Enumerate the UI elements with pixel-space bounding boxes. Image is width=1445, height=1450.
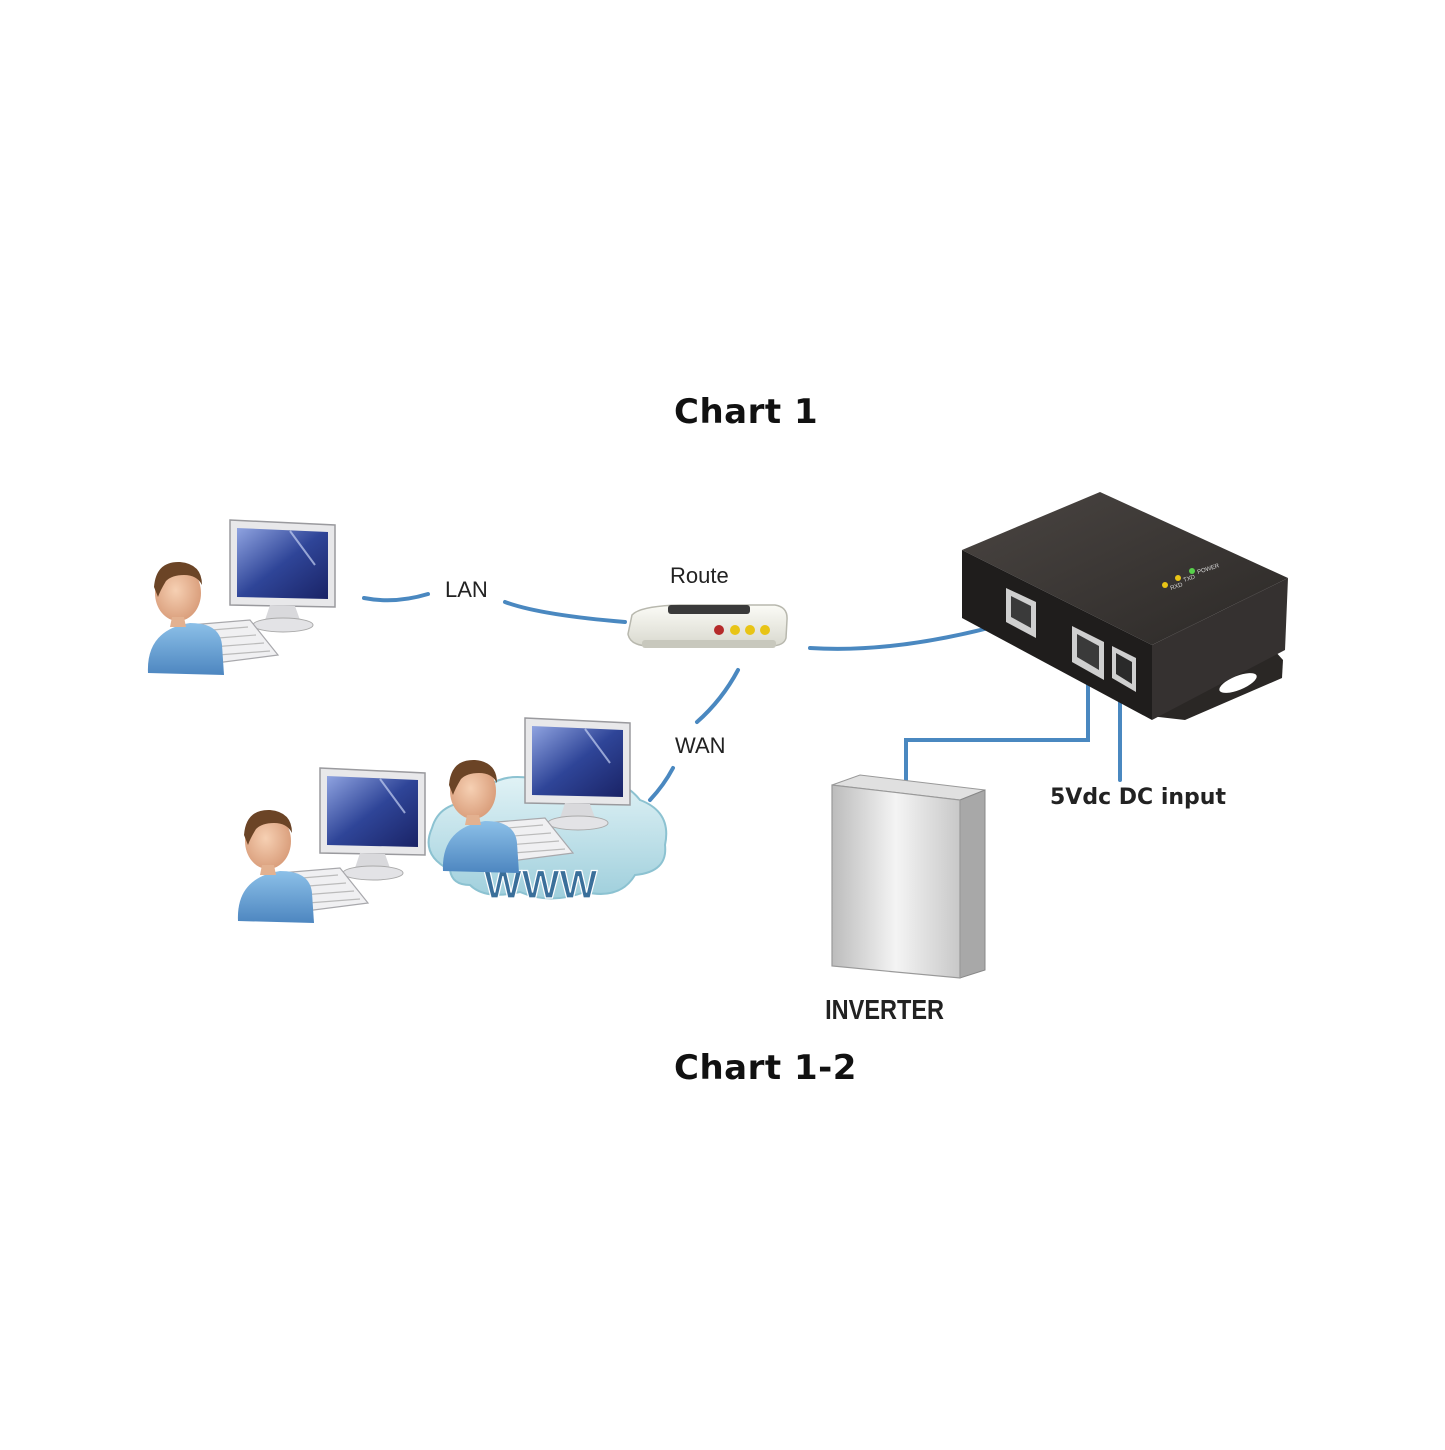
wan-label: WAN — [673, 733, 728, 759]
led-label-txd: TXD — [1183, 574, 1197, 584]
router-led-2 — [745, 625, 755, 635]
lan-label: LAN — [443, 577, 490, 603]
power-led — [1189, 568, 1195, 574]
router-label: Route — [668, 563, 731, 589]
inverter-cable — [904, 653, 1090, 782]
rxd-led — [1162, 582, 1168, 588]
wan-cable-top — [695, 668, 740, 724]
inverter-label: INVERTER — [825, 995, 944, 1025]
inverter-icon: INVERTER — [825, 774, 986, 1025]
lan-cable-left — [362, 592, 430, 603]
caption-chart-1-2: Chart 1-2 — [674, 1048, 857, 1088]
lan-cable-right — [503, 600, 627, 624]
user-computer-icon-lan — [146, 519, 336, 676]
wan-cable-bottom — [648, 766, 675, 802]
dc-port — [1112, 646, 1136, 692]
user-computer-icon-wan-left — [236, 767, 426, 924]
txd-led — [1175, 575, 1181, 581]
led-label-rxd: RXD — [1170, 582, 1185, 592]
dc-input-label: 5Vdc DC input — [1050, 785, 1226, 810]
data-logger-icon: POWER TXD RXD — [962, 492, 1288, 720]
router-led-3 — [760, 625, 770, 635]
cables — [362, 592, 1122, 802]
router-led-red — [714, 625, 724, 635]
router-icon — [627, 604, 788, 648]
caption-chart-1: Chart 1 — [674, 392, 819, 432]
router-led-1 — [730, 625, 740, 635]
ethernet-port-1 — [1006, 588, 1036, 638]
ethernet-port-2 — [1072, 626, 1104, 680]
